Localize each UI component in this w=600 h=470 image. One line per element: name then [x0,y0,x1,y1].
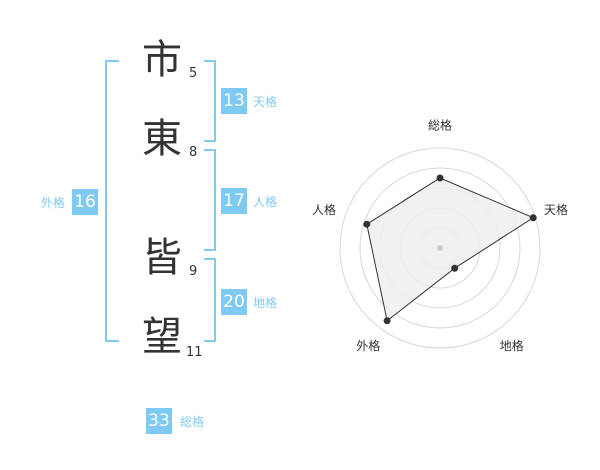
jinkaku-value: 17 [221,188,247,214]
stroke-count-2: 8 [189,145,198,160]
radar-axis-label: 天格 [544,202,568,217]
tenkaku-value: 13 [221,88,247,114]
chikaku-label: 地格 [253,296,278,310]
soukaku-label: 総格 [180,415,205,429]
name-char-3: 皆 [142,235,182,281]
radar-axis-label: 総格 [428,118,452,133]
radar-axis-label: 地格 [500,338,524,353]
soukaku-value: 33 [146,408,172,434]
gaikaku-value: 16 [72,189,98,215]
chikaku-value: 20 [221,289,247,315]
radar-point [383,317,391,325]
name-char-4: 望 [142,314,182,360]
radar-point [451,264,459,272]
radar-ring [359,167,521,329]
radar-ring [339,147,541,349]
jinkaku-bracket [204,149,216,251]
gaikaku-bracket [105,60,119,342]
chikaku-bracket [204,258,216,342]
radar-center [437,245,443,251]
radar-point [363,220,371,228]
radar-axis-label: 人格 [312,202,336,217]
gaikaku-label: 外格 [41,196,66,210]
radar-point [529,214,537,222]
stroke-count-3: 9 [189,264,198,279]
stroke-count-4: 11 [186,345,203,360]
radar-axis-label: 外格 [356,338,380,353]
jinkaku-label: 人格 [253,195,278,209]
stroke-count-1: 5 [189,66,198,81]
radar-series [366,177,535,322]
name-char-2: 東 [142,116,182,162]
tenkaku-bracket [204,60,216,142]
name-char-1: 市 [142,37,182,83]
tenkaku-label: 天格 [253,95,278,109]
radar-point [436,174,444,182]
